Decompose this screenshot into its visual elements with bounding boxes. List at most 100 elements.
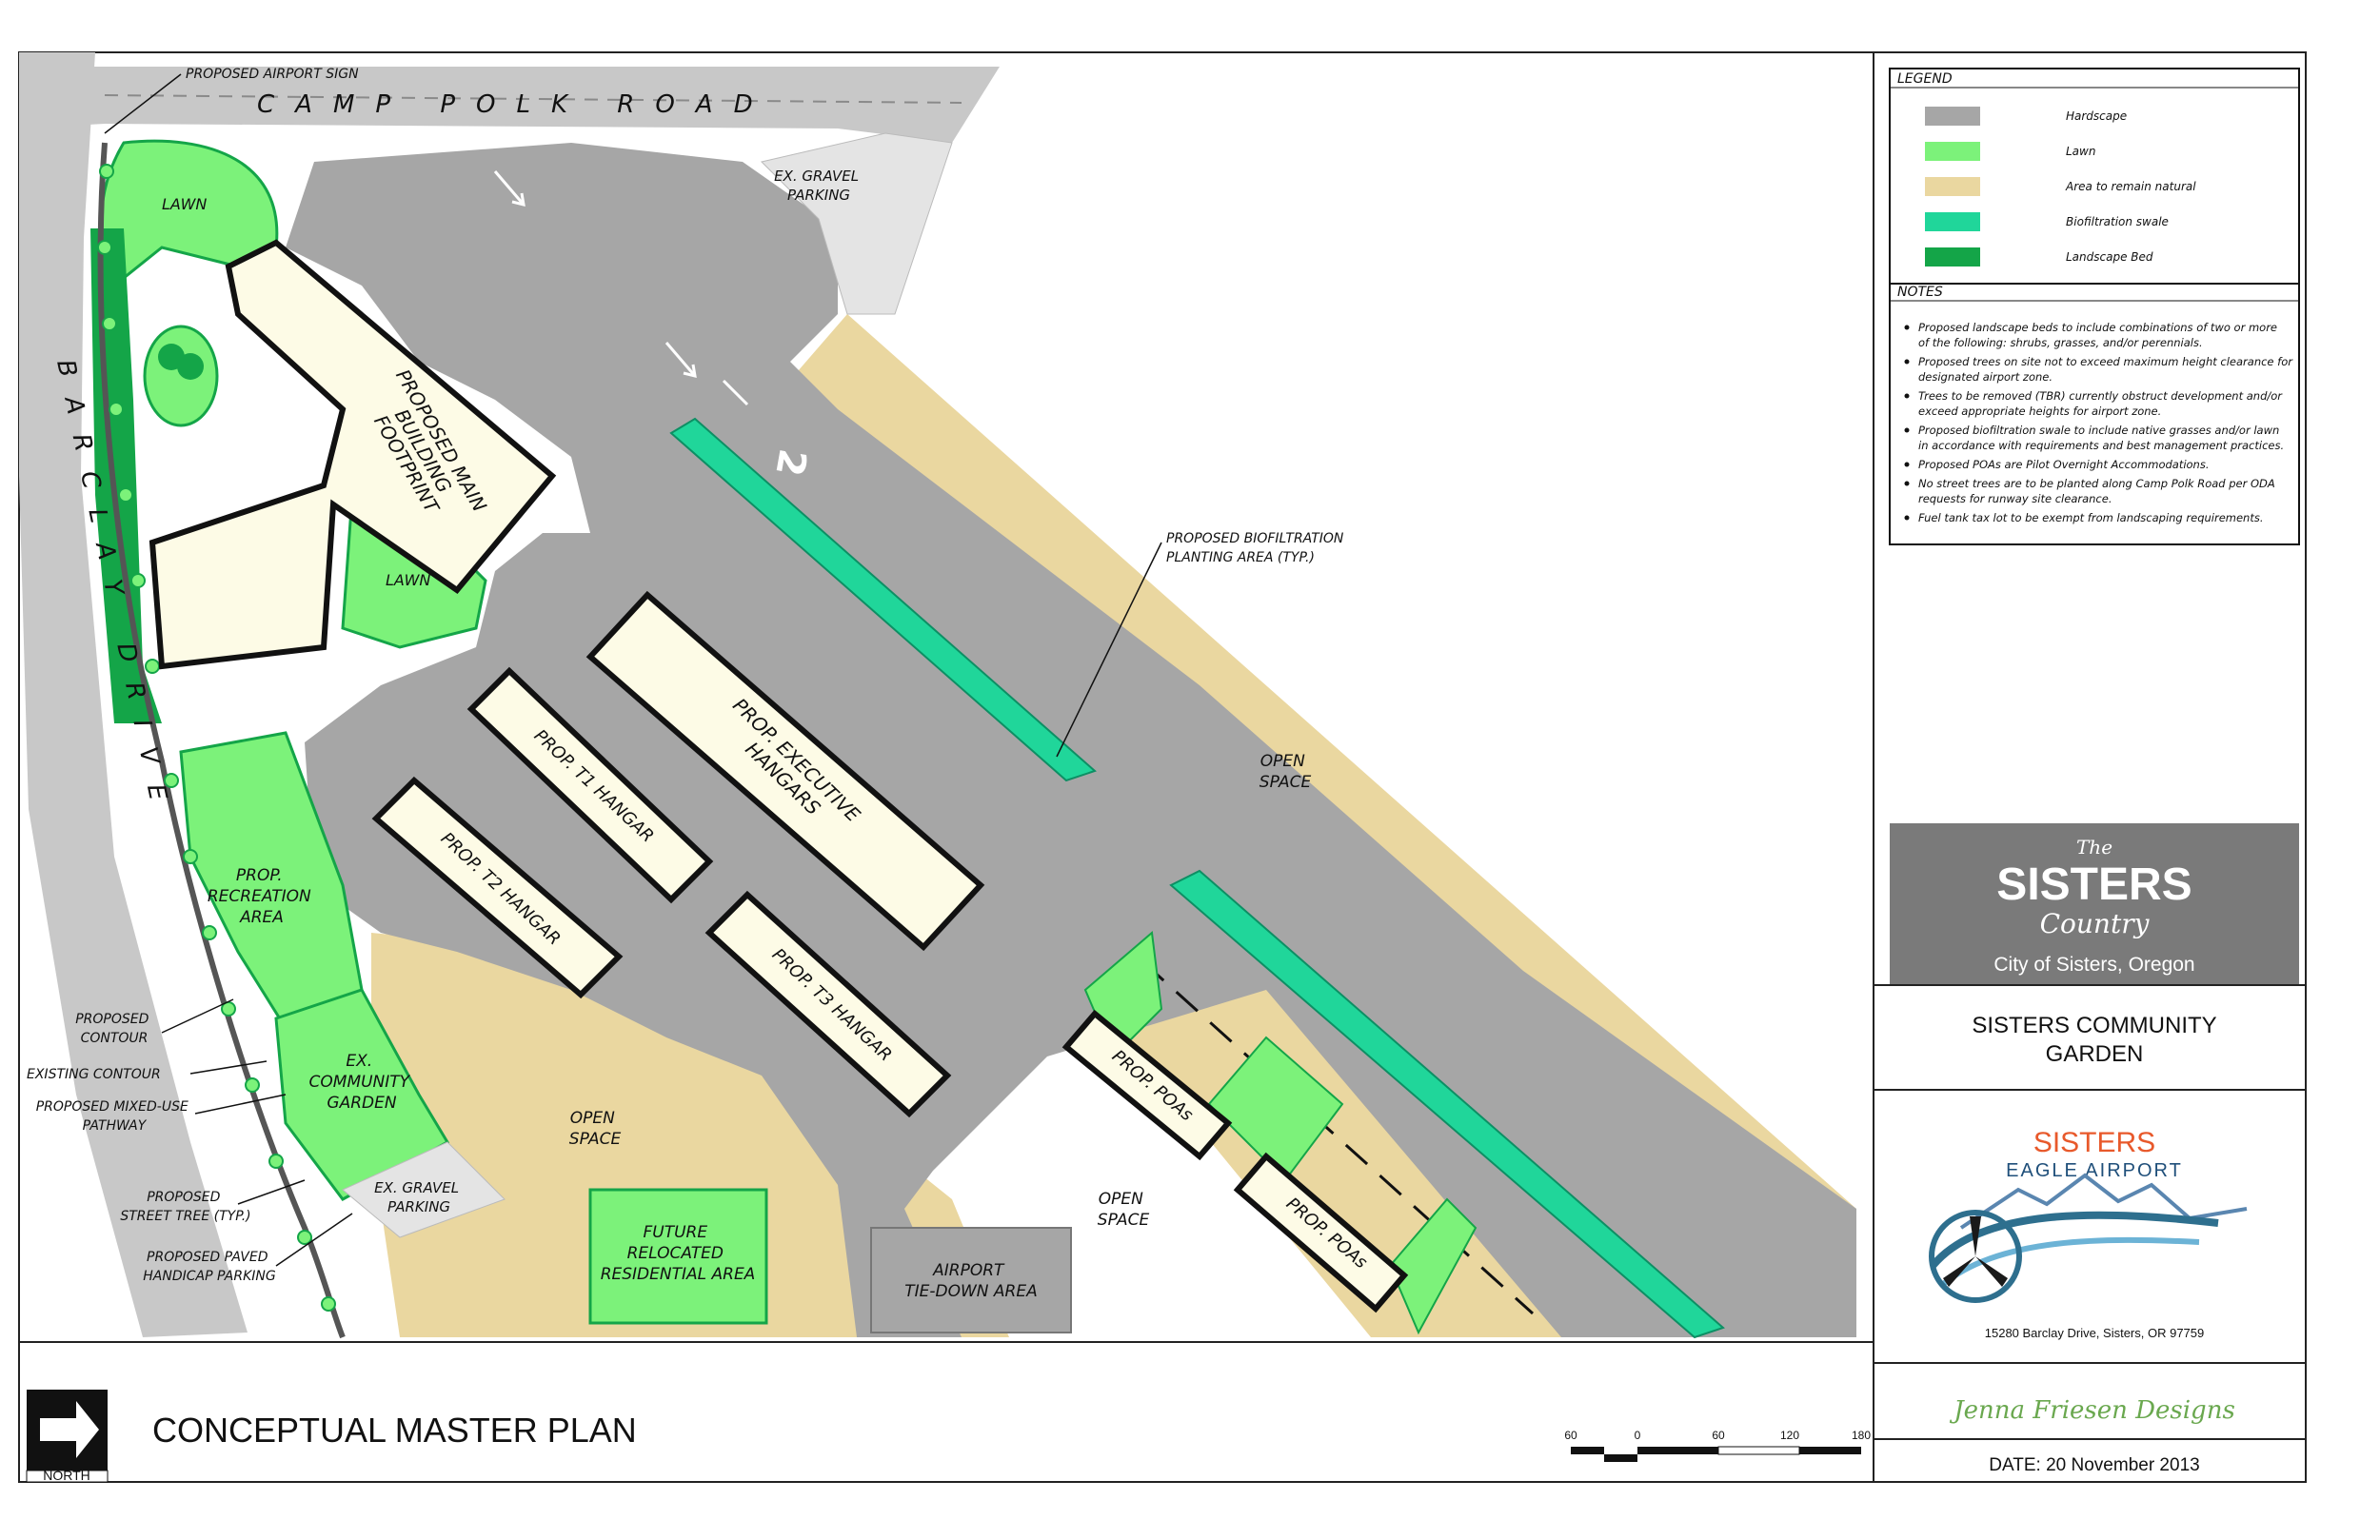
svg-text:of the following: shrubs, gras: of the following: shrubs, grasses, and/o… — [1918, 336, 2203, 349]
sisters-country-logo: The SISTERS Country City of Sisters, Ore… — [1890, 823, 2299, 985]
lawn-poa-3 — [1388, 1197, 1478, 1335]
camp-polk-road — [19, 67, 1000, 143]
sisters-country-city: City of Sisters, Oregon — [1993, 954, 2194, 976]
project-title-line2: GARDEN — [2046, 1041, 2144, 1067]
legend-label-natural: Area to remain natural — [2065, 180, 2196, 193]
north-label: NORTH — [43, 1468, 90, 1483]
t3-hangar — [704, 890, 952, 1118]
svg-text:in accordance with requirement: in accordance with requirements and best… — [1918, 439, 2284, 452]
svg-text:Proposed trees on site not to: Proposed trees on site not to exceed max… — [1918, 355, 2293, 368]
legend-label-landscape-bed: Landscape Bed — [2066, 250, 2153, 264]
callout-existing-contour: EXISTING CONTOUR — [27, 1067, 161, 1082]
mountain-icon — [1959, 1173, 2248, 1230]
future-residential-area — [588, 1188, 768, 1325]
mixed-use-pathway — [97, 142, 346, 1339]
lawn-label-north: LAWN — [162, 195, 207, 213]
scale-tick-label: 120 — [1780, 1429, 1799, 1442]
legend-swatch-biofiltration — [1925, 212, 1980, 231]
gravel-parking-south — [342, 1141, 506, 1238]
airport-address: 15280 Barclay Drive, Sisters, OR 97759 — [1985, 1326, 2205, 1340]
svg-text:exceed appropriate heights for: exceed appropriate heights for airport z… — [1918, 405, 2161, 418]
callout-handicap-parking: PROPOSED PAVED HANDICAP PARKING — [143, 1250, 276, 1284]
gravel-parking-label-north: EX. GRAVEL PARKING — [774, 168, 863, 204]
project-title-line1: SISTERS COMMUNITY — [1972, 1013, 2216, 1038]
sheet-title: CONCEPTUAL MASTER PLAN — [152, 1411, 637, 1450]
sisters-eagle-airport-logo: SISTERS EAGLE AIRPORT 15280 Barclay Driv… — [1929, 1127, 2248, 1340]
island-tree — [177, 353, 204, 380]
callout-biofiltration: PROPOSED BIOFILTRATION PLANTING AREA (TY… — [1166, 531, 1348, 565]
sheet-border — [18, 51, 2307, 1483]
barclay-drive — [19, 52, 248, 1337]
future-residential-label: FUTURE RELOCATED RESIDENTIAL AREA — [601, 1223, 756, 1284]
lawn-poa-2 — [1207, 1036, 1344, 1182]
svg-text:No street trees are to be plan: No street trees are to be planted along … — [1918, 477, 2275, 490]
svg-text:requests for runway site clear: requests for runway site clearance. — [1918, 492, 2112, 505]
legend-label-lawn: Lawn — [2066, 145, 2095, 158]
poa-building-2 — [1233, 1152, 1409, 1313]
lawn-label-west: LAWN — [386, 571, 430, 589]
callout-leaders — [104, 73, 1162, 1267]
scale-bar: 60 0 60 120 180 — [1564, 1429, 1871, 1462]
legend-panel: LEGEND Hardscape Lawn Area to remain nat… — [1889, 68, 2300, 545]
svg-text:Proposed landscape beds to inc: Proposed landscape beds to include combi… — [1918, 321, 2277, 334]
scale-tick-label: 180 — [1852, 1429, 1871, 1442]
legend-label-hardscape: Hardscape — [2066, 109, 2127, 123]
notes-list: Proposed landscape beds to include combi… — [1904, 321, 2293, 524]
sisters-country-name: SISTERS — [1996, 859, 2192, 910]
tie-down-label: AIRPORT TIE-DOWN AREA — [904, 1261, 1038, 1301]
recreation-area-label: PROP. RECREATION AREA — [208, 866, 316, 927]
hardscape-apron — [286, 143, 1856, 1337]
swoosh-icon — [1929, 1211, 2219, 1269]
main-building-footprint — [149, 239, 557, 670]
executive-hangars — [585, 590, 985, 952]
legend-swatch-natural — [1925, 177, 1980, 196]
open-space-label-2: OPEN SPACE — [569, 1109, 622, 1149]
biofiltration-swale-2 — [1169, 869, 1725, 1339]
biofiltration-swale-1 — [669, 417, 1097, 782]
landscape-bed-barclay — [90, 228, 162, 723]
tie-down-area — [870, 1227, 1072, 1333]
svg-text:designated airport zone.: designated airport zone. — [1918, 370, 2053, 384]
callout-street-tree: PROPOSED STREET TREE (TYP.) — [120, 1190, 250, 1224]
sheet-date: DATE: 20 November 2013 — [1989, 1455, 2199, 1475]
flow-arrows — [493, 170, 749, 406]
gravel-parking-label-south: EX. GRAVEL PARKING — [374, 1179, 464, 1215]
callout-airport-sign: PROPOSED AIRPORT SIGN — [186, 67, 359, 82]
scale-tick-label: 60 — [1564, 1429, 1577, 1442]
runway-centerline — [1140, 959, 1535, 1315]
propeller-hub-icon — [1929, 1210, 2022, 1303]
sisters-country-script: Country — [2040, 908, 2151, 939]
legend-heading: LEGEND — [1897, 71, 1953, 87]
scale-tick-label: 60 — [1712, 1429, 1725, 1442]
svg-text:Fuel tank tax lot to be exempt: Fuel tank tax lot to be exempt from land… — [1918, 511, 2264, 524]
legend-label-biofiltration: Biofiltration swale — [2066, 215, 2169, 228]
north-arrow: NORTH — [26, 1390, 109, 1483]
site-plan-map: CAMP POLK ROAD BARCLAY DRIVE 2 LAWN LAWN… — [19, 52, 1856, 1339]
street-trees — [97, 164, 336, 1312]
road-name-label: CAMP POLK ROAD — [257, 90, 774, 119]
t1-hangar — [466, 666, 714, 904]
community-garden-label: EX. COMMUNITY GARDEN — [309, 1052, 415, 1113]
legend-swatch-hardscape — [1925, 107, 1980, 126]
gravel-parking-north — [761, 132, 953, 315]
svg-text:Proposed biofiltration swale t: Proposed biofiltration swale to include … — [1918, 424, 2279, 437]
open-space-label-1: OPEN SPACE — [1259, 752, 1312, 792]
open-space-label-3: OPEN SPACE — [1098, 1190, 1150, 1230]
propeller-icon — [1943, 1216, 2008, 1287]
legend-swatch-landscape-bed — [1925, 247, 1980, 267]
swoosh-icon — [1940, 1236, 2200, 1288]
designer-signature: Jenna Friesen Designs — [1949, 1396, 2235, 1425]
poa-building-1 — [1061, 1009, 1233, 1161]
landscape-island — [143, 325, 219, 427]
svg-text:Proposed POAs are Pilot Overni: Proposed POAs are Pilot Overnight Accomm… — [1918, 458, 2210, 471]
road-centerline — [104, 94, 962, 104]
callout-proposed-contour: PROPOSED CONTOUR — [75, 1012, 153, 1046]
airport-name-line1: SISTERS — [2033, 1127, 2155, 1158]
notes-heading: NOTES — [1897, 285, 1943, 300]
scale-tick-label: 0 — [1635, 1429, 1641, 1442]
callout-pathway: PROPOSED MIXED-USE PATHWAY — [36, 1099, 193, 1134]
svg-text:Trees to be removed (TBR) curr: Trees to be removed (TBR) currently obst… — [1918, 389, 2283, 403]
airport-name-line2: EAGLE AIRPORT — [2006, 1160, 2183, 1181]
sisters-country-the: The — [2076, 836, 2112, 859]
